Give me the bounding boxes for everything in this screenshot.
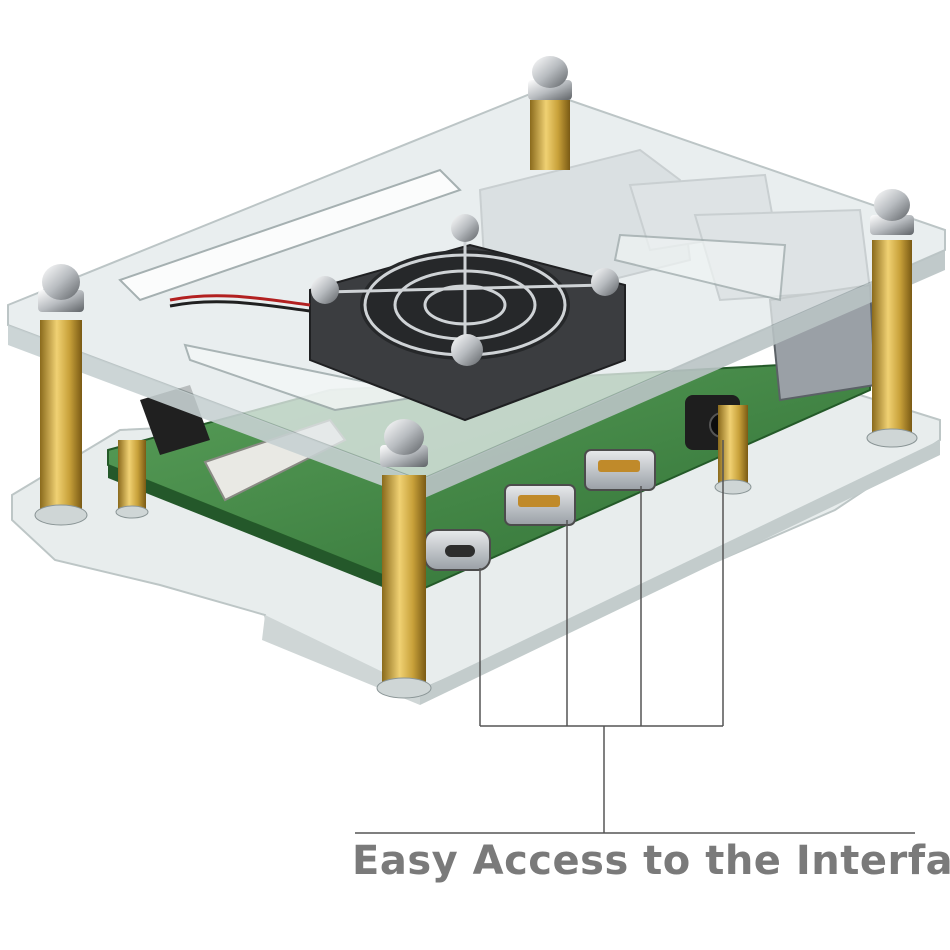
caption-text: Easy Access to the Interface xyxy=(352,838,950,884)
standoff-front-left xyxy=(34,264,88,526)
cooling-fan-icon xyxy=(169,214,626,422)
standoff-back-left xyxy=(528,56,572,170)
standoff-back-right xyxy=(866,189,918,448)
port-callout-lines xyxy=(355,440,915,834)
standoff-left-lower xyxy=(115,440,149,519)
standoff-front-right xyxy=(376,419,432,699)
standoff-middle-rear xyxy=(714,405,752,495)
